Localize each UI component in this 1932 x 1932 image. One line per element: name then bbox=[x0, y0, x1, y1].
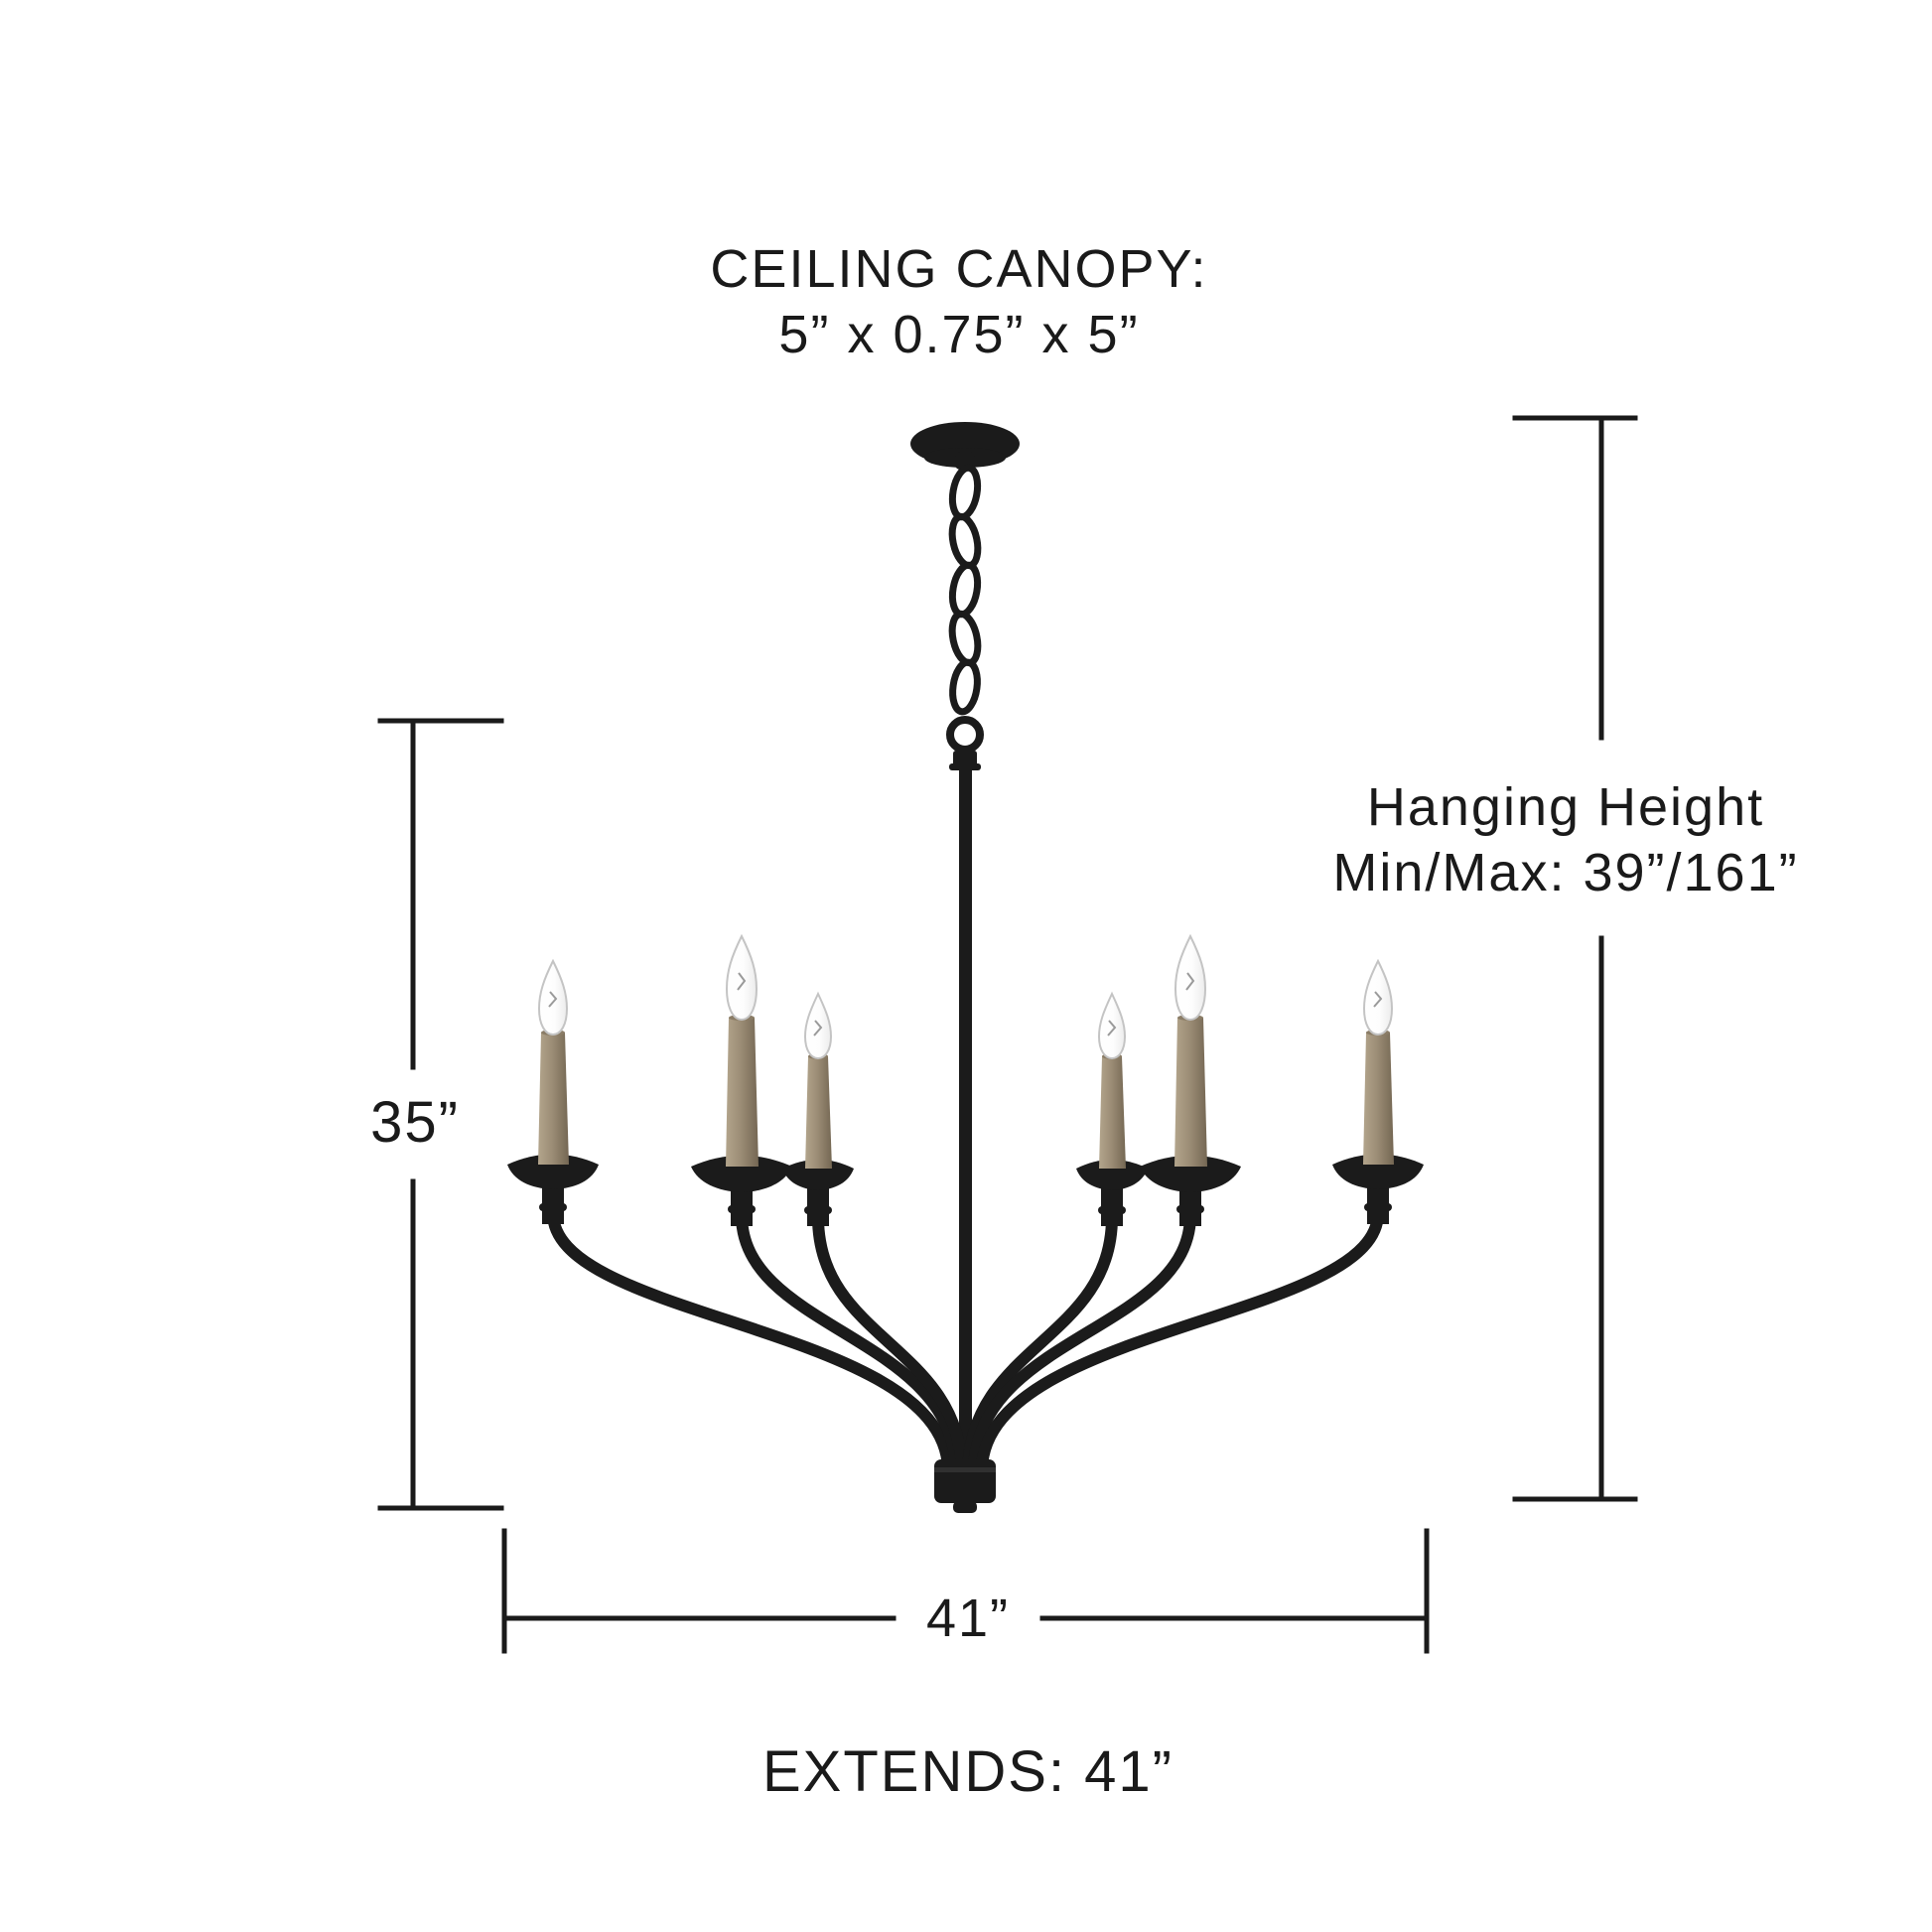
light-6 bbox=[1332, 958, 1424, 1224]
light-5 bbox=[1140, 933, 1241, 1226]
bobeche bbox=[1332, 1154, 1424, 1189]
hanging-height-label: Hanging Height Min/Max: 39”/161” bbox=[1332, 774, 1798, 905]
flame-bulb bbox=[1097, 991, 1127, 1060]
wood-candle-sleeve bbox=[1099, 1056, 1126, 1169]
hanging-height-dimension-line bbox=[1512, 415, 1638, 1502]
bobeche bbox=[691, 1155, 792, 1192]
hanging-chain bbox=[946, 464, 984, 770]
hanging-height-label-line1: Hanging Height bbox=[1366, 777, 1765, 837]
wood-candle-sleeve bbox=[1363, 1033, 1394, 1165]
arms bbox=[547, 1207, 1384, 1479]
wood-candle-sleeve bbox=[1174, 1018, 1207, 1167]
ceiling-canopy-label-line2: 5” x 0.75” x 5” bbox=[778, 305, 1140, 364]
bobeche bbox=[507, 1154, 599, 1189]
light-2 bbox=[691, 933, 792, 1226]
chandelier bbox=[507, 422, 1424, 1513]
arm-left-outer bbox=[547, 1207, 954, 1475]
arm-right-outer bbox=[976, 1207, 1384, 1475]
wood-candle-sleeve bbox=[805, 1056, 832, 1169]
arm-right-inner bbox=[962, 1211, 1118, 1479]
wood-candle-sleeve bbox=[726, 1018, 759, 1167]
ceiling-canopy bbox=[910, 422, 1020, 470]
bobeche bbox=[1076, 1160, 1148, 1190]
ceiling-canopy-label: CEILING CANOPY: 5” x 0.75” x 5” bbox=[710, 236, 1207, 367]
light-1 bbox=[507, 958, 599, 1224]
arm-right-middle bbox=[968, 1209, 1196, 1477]
wood-candle-sleeve bbox=[538, 1033, 569, 1165]
flame-bulb bbox=[803, 991, 833, 1060]
hanging-height-label-line2: Min/Max: 39”/161” bbox=[1332, 843, 1799, 902]
flame-bulb bbox=[537, 958, 569, 1036]
chain-loop bbox=[946, 716, 984, 754]
center-stem bbox=[959, 768, 972, 1463]
bottom-hub bbox=[934, 1459, 996, 1513]
flame-bulb bbox=[1362, 958, 1394, 1036]
height-dimension-line-35 bbox=[377, 718, 504, 1511]
fixture-width-label: 41” bbox=[925, 1588, 1011, 1648]
ceiling-canopy-label-line1: CEILING CANOPY: bbox=[710, 239, 1208, 299]
light-4 bbox=[1076, 991, 1148, 1226]
bobeche bbox=[782, 1160, 854, 1190]
extends-label: EXTENDS: 41” bbox=[762, 1739, 1173, 1804]
fixture-height-label: 35” bbox=[370, 1090, 460, 1155]
width-dimension-line-41 bbox=[501, 1528, 1430, 1654]
light-3 bbox=[782, 991, 854, 1226]
bobeche bbox=[1140, 1155, 1241, 1192]
arm-left-middle bbox=[736, 1209, 962, 1477]
arm-left-inner bbox=[812, 1211, 968, 1479]
